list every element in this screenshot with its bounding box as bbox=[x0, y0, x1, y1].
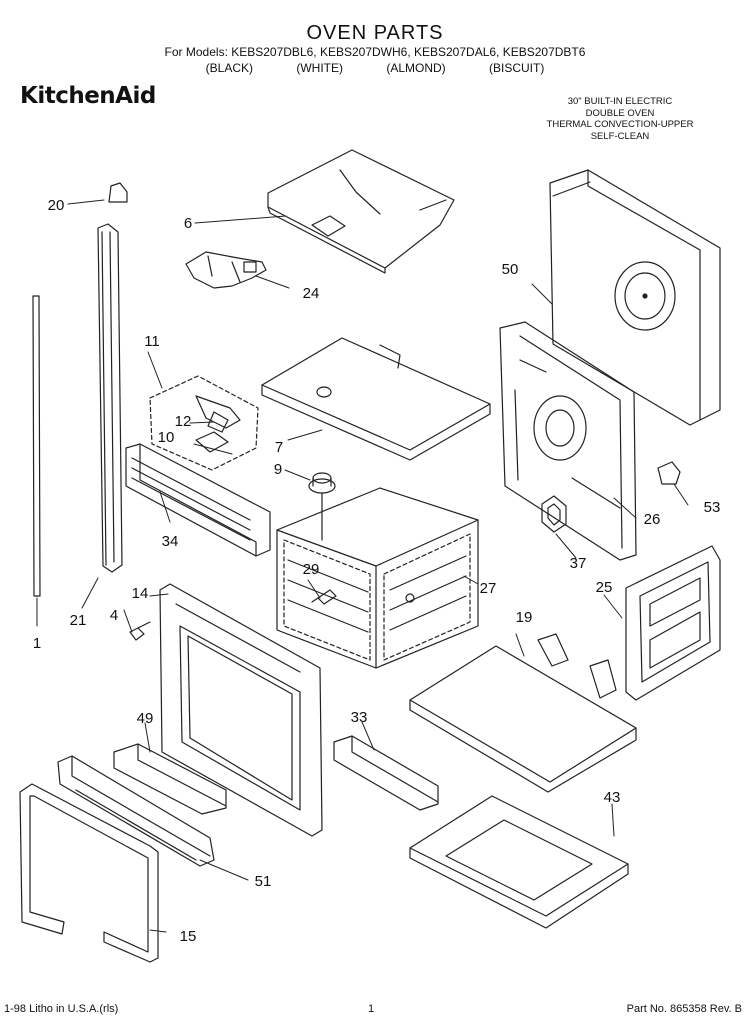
callout-14: 14 bbox=[132, 585, 149, 602]
part-50-rear-panel bbox=[549, 169, 721, 426]
callout-labels: 1 4 6 7 9 10 11 12 14 15 19 20 21 24 25 … bbox=[33, 197, 721, 945]
part-51-door-trim bbox=[57, 755, 215, 867]
part-9-sensor bbox=[308, 472, 336, 541]
description-line: THERMAL CONVECTION-UPPER bbox=[546, 119, 694, 130]
part-43-bottom-tray bbox=[409, 795, 629, 929]
callout-9: 9 bbox=[274, 461, 282, 478]
callout-49: 49 bbox=[137, 710, 154, 727]
callout-50: 50 bbox=[502, 261, 519, 278]
callout-11: 11 bbox=[144, 333, 160, 350]
description-line: SELF-CLEAN bbox=[590, 130, 650, 142]
color-biscuit: (BISCUIT) bbox=[489, 61, 545, 75]
part-53-clip bbox=[657, 461, 681, 485]
callout-25: 25 bbox=[596, 579, 613, 596]
part-34-control-panel bbox=[125, 443, 271, 557]
callout-6: 6 bbox=[184, 215, 192, 232]
part-4-screw bbox=[129, 621, 151, 641]
footer-print-info: 1-98 Litho in U.S.A.(rls) bbox=[4, 1003, 119, 1015]
part-37-gasket bbox=[541, 495, 567, 533]
part-49-trim bbox=[113, 743, 227, 815]
part-29-screw bbox=[311, 589, 337, 605]
callout-27: 27 bbox=[480, 580, 497, 597]
footer-page-number: 1 bbox=[368, 1003, 375, 1015]
part-25-side-panel bbox=[625, 545, 721, 701]
part-19-bottom-panel bbox=[409, 633, 637, 793]
footer-part-number: Part No. 865358 Rev. B bbox=[626, 1003, 742, 1015]
part-26-fan-box bbox=[499, 321, 637, 561]
callout-34: 34 bbox=[162, 533, 179, 550]
description-line: DOUBLE OVEN bbox=[585, 107, 655, 119]
model-list: For Models: KEBS207DBL6, KEBS207DWH6, KE… bbox=[164, 45, 586, 59]
callout-53: 53 bbox=[704, 499, 721, 516]
callout-21: 21 bbox=[70, 612, 87, 629]
part-6-top-shield bbox=[267, 149, 455, 274]
part-27-oven-cavity bbox=[276, 487, 479, 669]
leader-lines bbox=[36, 199, 689, 933]
callout-33: 33 bbox=[351, 709, 368, 726]
callout-10: 10 bbox=[158, 429, 175, 446]
color-almond: (ALMOND) bbox=[386, 61, 446, 75]
page-title: OVEN PARTS bbox=[306, 22, 444, 44]
part-11-switch-group bbox=[149, 375, 259, 471]
callout-7: 7 bbox=[275, 439, 283, 456]
brand-logo: KitchenAid bbox=[20, 83, 156, 109]
part-1-rod bbox=[32, 295, 41, 597]
callout-20: 20 bbox=[48, 197, 65, 214]
callout-26: 26 bbox=[644, 511, 661, 528]
product-description: 30" BUILT-IN ELECTRIC DOUBLE OVEN THERMA… bbox=[520, 96, 720, 142]
part-24-switch-assembly bbox=[185, 251, 267, 289]
callout-4: 4 bbox=[110, 607, 118, 624]
part-15-door-gasket bbox=[19, 783, 159, 963]
color-white: (WHITE) bbox=[296, 61, 343, 75]
callout-1: 1 bbox=[33, 635, 41, 652]
callout-43: 43 bbox=[604, 789, 621, 806]
color-black: (BLACK) bbox=[205, 61, 253, 75]
part-14-front-frame bbox=[159, 583, 323, 837]
callout-37: 37 bbox=[570, 555, 587, 572]
part-7-top-panel bbox=[261, 337, 491, 461]
description-line: 30" BUILT-IN ELECTRIC bbox=[567, 96, 673, 107]
callout-19: 19 bbox=[516, 609, 533, 626]
part-21-side-trim bbox=[97, 223, 123, 573]
part-33-trim bbox=[333, 735, 439, 811]
color-list: (BLACK) (WHITE) (ALMOND) (BISCUIT) bbox=[0, 61, 750, 75]
callout-51: 51 bbox=[255, 873, 272, 890]
part-20-trim-cap bbox=[108, 182, 128, 203]
callout-15: 15 bbox=[180, 928, 197, 945]
callout-24: 24 bbox=[303, 285, 320, 302]
callout-29: 29 bbox=[303, 561, 320, 578]
callout-12: 12 bbox=[175, 413, 192, 430]
